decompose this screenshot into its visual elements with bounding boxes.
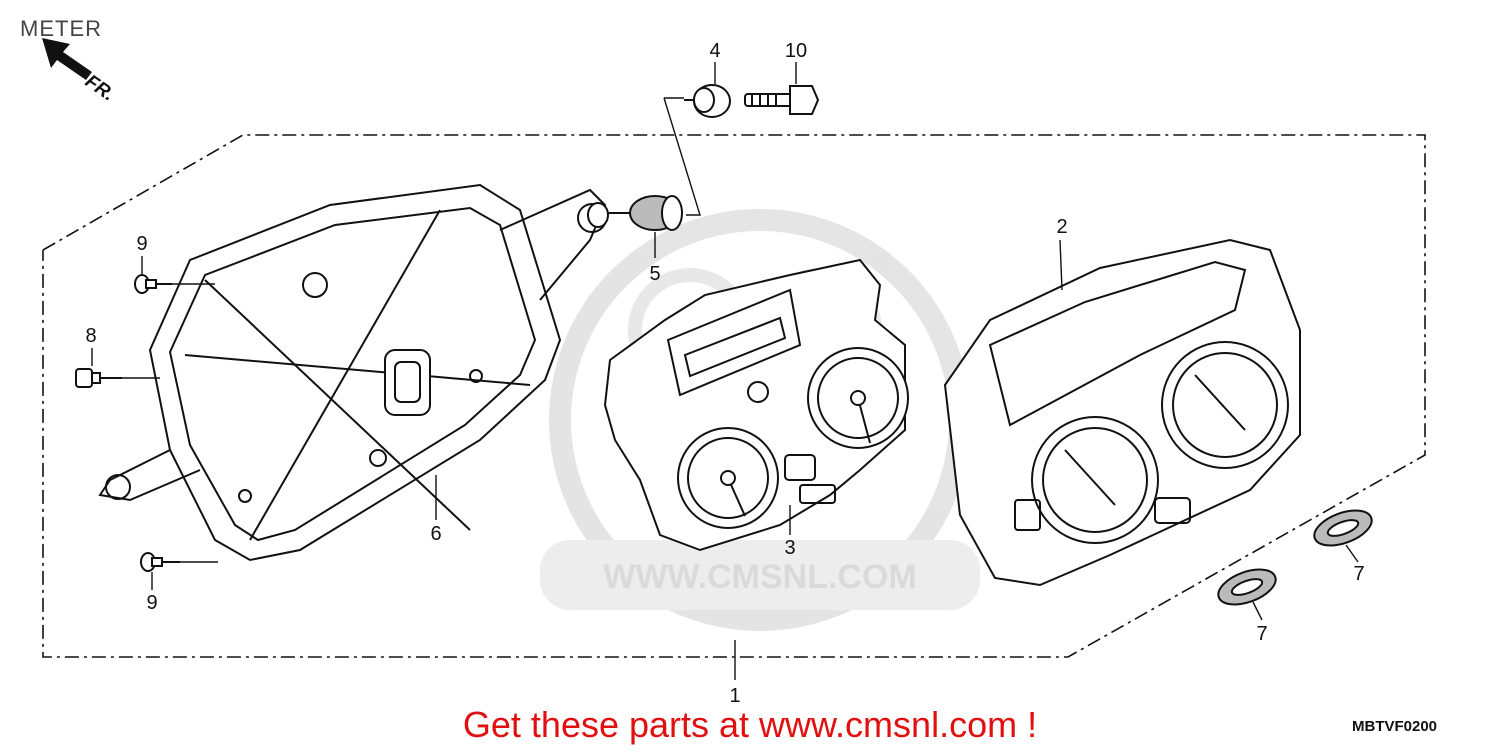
callout-1: 1 xyxy=(729,685,740,707)
part-9-tapping-screws xyxy=(134,274,180,572)
part-7-grommets xyxy=(1217,509,1373,606)
front-arrow-icon xyxy=(42,38,92,80)
callout-6: 6 xyxy=(430,523,441,545)
part-10-bolt xyxy=(744,85,820,115)
part-2-upper-case xyxy=(943,238,1301,587)
part-3-meter-unit xyxy=(603,258,909,552)
callout-2: 2 xyxy=(1056,216,1067,238)
assembly-outline xyxy=(42,134,1426,658)
callout-7-right: 7 xyxy=(1353,563,1364,585)
part-6-lower-case xyxy=(98,183,607,562)
callout-5: 5 xyxy=(649,263,660,285)
part-4-collar xyxy=(684,84,731,118)
watermark-text: WWW.CMSNL.COM xyxy=(603,558,917,596)
footer-link[interactable]: Get these parts at www.cmsnl.com ! xyxy=(462,704,1038,745)
callouts: 1 2 3 4 5 6 7 7 8 9 9 10 xyxy=(85,40,1364,707)
callout-4: 4 xyxy=(709,40,720,62)
callout-3: 3 xyxy=(784,537,795,559)
page-title: METER xyxy=(20,16,102,41)
callout-10: 10 xyxy=(785,40,807,62)
reference-code: MBTVF0200 xyxy=(1352,718,1438,735)
part-8-screw xyxy=(75,368,122,388)
callout-9-top: 9 xyxy=(136,233,147,255)
part-5-rubber-mount xyxy=(587,195,683,231)
leader-lines xyxy=(91,62,1359,680)
callout-8: 8 xyxy=(85,325,96,347)
callout-7-left: 7 xyxy=(1256,623,1267,645)
callout-9-bottom: 9 xyxy=(146,592,157,614)
